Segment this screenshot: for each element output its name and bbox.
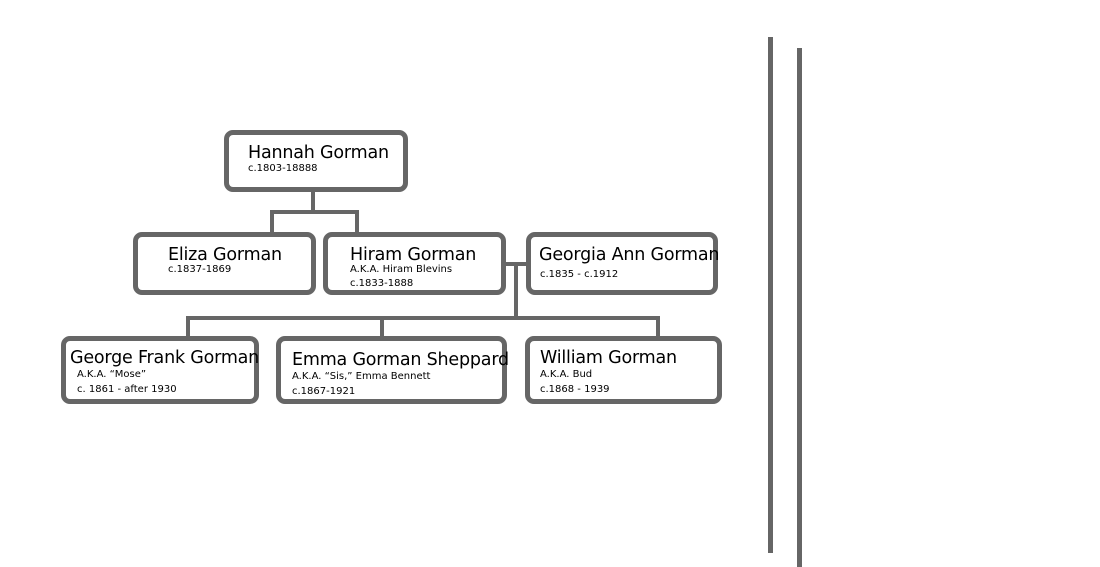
person-name: Emma Gorman Sheppard [292, 350, 509, 370]
person-detail: c.1835 - c.1912 [540, 269, 619, 280]
person-name: George Frank Gorman [70, 348, 260, 368]
person-detail: A.K.A. “Sis,” Emma Bennett [292, 371, 431, 382]
person-detail: c.1803-18888 [248, 163, 318, 174]
person-name: Georgia Ann Gorman [539, 245, 720, 265]
person-detail: A.K.A. Hiram Blevins [350, 264, 453, 275]
person-box-george-frank-gorman: George Frank Gorman A.K.A. “Mose” c. 186… [61, 336, 259, 404]
person-box-georgia-ann-gorman: Georgia Ann Gorman c.1835 - c.1912 [526, 232, 720, 295]
person-detail: c.1867-1921 [292, 386, 356, 397]
person-name: Hiram Gorman [350, 245, 477, 265]
person-detail: c.1833-1888 [350, 278, 414, 289]
person-name: Eliza Gorman [168, 245, 282, 265]
person-detail: A.K.A. “Mose” [77, 369, 147, 380]
person-box-william-gorman: William Gorman A.K.A. Bud c.1868 - 1939 [525, 336, 722, 404]
person-box-hiram-gorman: Hiram Gorman A.K.A. Hiram Blevins c.1833… [323, 232, 506, 295]
person-name: William Gorman [540, 348, 677, 368]
person-name: Hannah Gorman [248, 143, 389, 163]
person-detail: c.1868 - 1939 [540, 384, 610, 395]
person-detail: A.K.A. Bud [540, 369, 593, 380]
person-box-emma-gorman-sheppard: Emma Gorman Sheppard A.K.A. “Sis,” Emma … [276, 336, 509, 404]
person-detail: c.1837-1869 [168, 264, 232, 275]
person-box-hannah-gorman: Hannah Gorman c.1803-18888 [224, 130, 408, 192]
person-box-eliza-gorman: Eliza Gorman c.1837-1869 [133, 232, 316, 295]
person-detail: c. 1861 - after 1930 [77, 384, 177, 395]
divider-bar-left [768, 37, 773, 553]
divider-bar-right [797, 48, 802, 567]
